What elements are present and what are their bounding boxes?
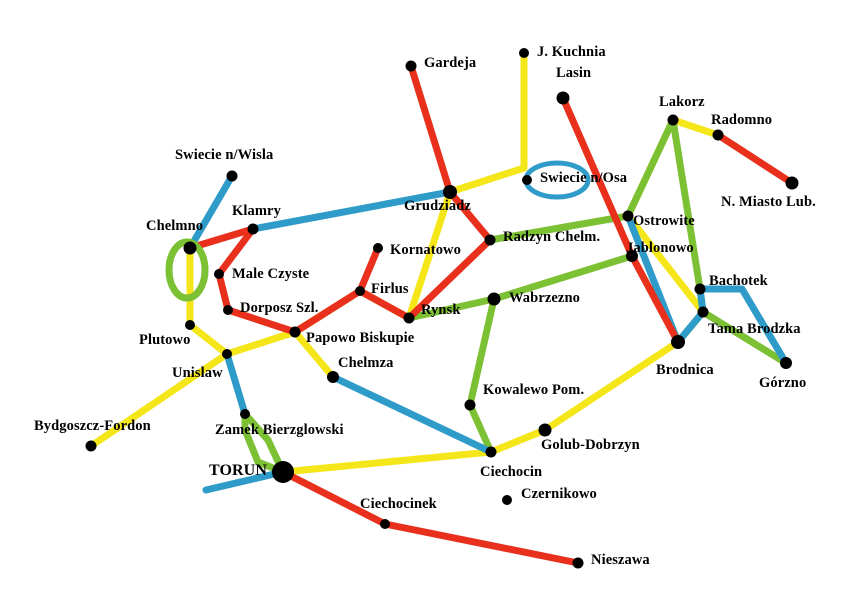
station-label-firlus[interactable]: Firlus (371, 281, 409, 297)
station-label-zamek[interactable]: Zamek Bierzglowski (215, 422, 344, 438)
station-dot-wabrzezno[interactable] (487, 292, 501, 306)
station-dot-bachotek[interactable] (694, 283, 706, 295)
station-dot-golub[interactable] (538, 423, 552, 437)
station-label-golub[interactable]: Golub-Dobrzyn (541, 437, 640, 453)
station-label-gorzno[interactable]: Górzno (759, 375, 807, 391)
station-label-papowo[interactable]: Papowo Biskupie (306, 330, 415, 346)
station-label-lasin[interactable]: Lasin (556, 65, 592, 81)
station-dot-radzyn[interactable] (484, 234, 496, 246)
station-dot-ciechocin[interactable] (485, 446, 497, 458)
route-line-blue (696, 285, 790, 367)
route-line-yellow (87, 244, 231, 450)
station-label-ciechocinek[interactable]: Ciechocinek (360, 496, 437, 512)
station-label-torun[interactable]: TORUN (209, 462, 267, 479)
station-label-rynsk[interactable]: Rynsk (421, 302, 461, 318)
station-label-n_miasto[interactable]: N. Miasto Lub. (721, 194, 816, 210)
station-label-klamry[interactable]: Klamry (232, 203, 281, 219)
station-dot-gardeja[interactable] (405, 60, 417, 72)
route-loop-green (165, 238, 209, 302)
station-dot-gorzno[interactable] (780, 357, 792, 369)
station-label-radomno[interactable]: Radomno (711, 112, 773, 128)
station-label-kornatowo[interactable]: Kornatowo (390, 242, 461, 258)
route-line-red (714, 131, 796, 187)
station-label-grudziadz[interactable]: Grudziadz (404, 198, 471, 214)
route-line-green (405, 295, 498, 456)
station-dot-grudziadz[interactable] (443, 185, 457, 199)
station-label-swiecie_osa[interactable]: Swiecie n/Osa (540, 170, 628, 186)
route-line-blue (624, 212, 707, 346)
station-label-bachotek[interactable]: Bachotek (709, 273, 768, 289)
station-label-tama[interactable]: Tama Brodzka (708, 321, 801, 337)
route-line-red (186, 62, 494, 336)
station-label-gardeja[interactable]: Gardeja (424, 55, 477, 71)
station-label-bydgoszcz[interactable]: Bydgoszcz-Fordon (34, 418, 151, 434)
route-line-blue (186, 172, 236, 252)
station-dot-nieszawa[interactable] (572, 557, 584, 569)
route-line-blue (202, 468, 287, 494)
route-line-blue (223, 350, 249, 418)
station-label-jablonowo[interactable]: Jablonowo (626, 240, 694, 256)
station-dot-ciechocinek[interactable] (380, 519, 390, 529)
route-line-green (490, 252, 636, 303)
station-dots-group (85, 48, 799, 569)
station-dot-swiecie_osa[interactable] (522, 175, 532, 185)
station-dot-plutowo[interactable] (185, 320, 195, 330)
route-line-yellow (291, 328, 337, 381)
station-dot-lasin[interactable] (556, 91, 570, 105)
station-dot-male_czyste[interactable] (214, 269, 224, 279)
station-label-chelmza[interactable]: Chelmza (338, 355, 394, 371)
station-dot-kowalewo[interactable] (464, 399, 476, 411)
station-label-ostrowite[interactable]: Ostrowite (633, 213, 695, 229)
station-label-chelmno[interactable]: Chelmno (146, 218, 204, 234)
station-dot-ostrowite[interactable] (622, 210, 634, 222)
station-dot-swiecie_wisla[interactable] (226, 170, 238, 182)
station-dot-kornatowo[interactable] (373, 243, 383, 253)
station-label-ciechocin[interactable]: Ciechocin (480, 464, 543, 480)
station-dot-klamry[interactable] (247, 223, 259, 235)
station-dot-chelmza[interactable] (327, 371, 339, 383)
station-label-lakorz[interactable]: Lakorz (659, 94, 705, 110)
route-line-blue (249, 188, 454, 233)
station-dot-firlus[interactable] (355, 286, 365, 296)
station-label-unislaw[interactable]: Unislaw (172, 365, 223, 381)
station-dot-chelmno[interactable] (183, 241, 197, 255)
station-label-male_czyste[interactable]: Male Czyste (232, 266, 310, 282)
station-label-czernikowo[interactable]: Czernikowo (521, 486, 597, 502)
route-line-blue (329, 373, 495, 456)
station-dot-lakorz[interactable] (667, 114, 679, 126)
station-dot-radomno[interactable] (712, 129, 724, 141)
route-lines-group (87, 49, 796, 567)
station-dot-rynsk[interactable] (403, 312, 415, 324)
station-label-wabrzezno[interactable]: Wabrzezno (509, 290, 580, 306)
station-dot-dorposz[interactable] (223, 305, 233, 315)
station-dot-tama[interactable] (697, 306, 709, 318)
station-dot-jablonowo[interactable] (626, 250, 638, 262)
station-dot-papowo[interactable] (289, 326, 301, 338)
station-dot-n_miasto[interactable] (785, 176, 799, 190)
station-label-kowalewo[interactable]: Kowalewo Pom. (483, 382, 585, 398)
station-label-swiecie_wisla[interactable]: Swiecie n/Wisla (175, 147, 274, 163)
station-label-brodnica[interactable]: Brodnica (656, 362, 714, 378)
station-label-nieszawa[interactable]: Nieszawa (591, 552, 650, 568)
station-dot-bydgoszcz[interactable] (85, 440, 97, 452)
station-dot-unislaw[interactable] (222, 349, 232, 359)
station-label-radzyn[interactable]: Radzyn Chelm. (503, 229, 601, 245)
station-dot-torun[interactable] (272, 461, 294, 483)
route-line-green (241, 410, 287, 476)
station-dot-brodnica[interactable] (671, 335, 685, 349)
station-label-plutowo[interactable]: Plutowo (139, 332, 191, 348)
route-line-red (356, 244, 382, 295)
station-label-j_kuchnia[interactable]: J. Kuchnia (537, 44, 606, 60)
station-label-dorposz[interactable]: Dorposz Szl. (240, 300, 319, 316)
station-dot-zamek[interactable] (240, 409, 250, 419)
station-dot-j_kuchnia[interactable] (519, 48, 529, 58)
station-dot-czernikowo[interactable] (502, 495, 512, 505)
